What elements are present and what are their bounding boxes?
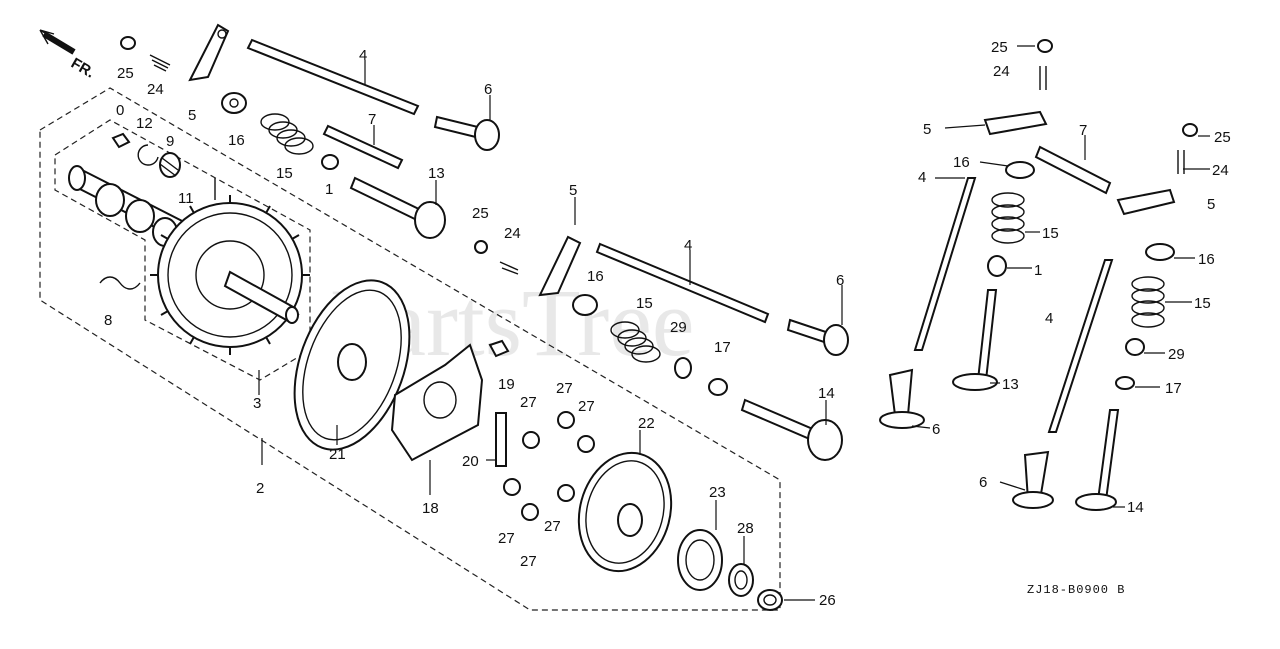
callout-7: 7: [368, 111, 376, 128]
callout-28: 28: [737, 520, 754, 537]
callout-25: 25: [991, 39, 1008, 56]
callout-0: 0: [116, 102, 124, 119]
callout-27: 27: [578, 398, 595, 415]
callout-22: 22: [638, 415, 655, 432]
callout-20: 20: [462, 453, 479, 470]
callout-5: 5: [923, 121, 931, 138]
callout-7: 7: [1079, 122, 1087, 139]
callout-11: 11: [178, 190, 194, 207]
callout-12: 12: [136, 115, 153, 132]
callout-5: 5: [188, 107, 196, 124]
callout-2: 2: [256, 480, 264, 497]
callout-14: 14: [1127, 499, 1144, 516]
valve-spring-1: [260, 113, 314, 155]
callout-15: 15: [1194, 295, 1211, 312]
callout-4: 4: [684, 237, 692, 254]
callout-4: 4: [1045, 310, 1053, 327]
callout-17: 17: [1165, 380, 1182, 397]
callout-27: 27: [520, 553, 537, 570]
callout-19: 19: [498, 376, 515, 393]
camshaft-assembly: [68, 165, 310, 355]
valve-spring-4: [1131, 276, 1165, 328]
governor-assembly: [293, 279, 783, 611]
valve-train-right: [879, 39, 1198, 511]
callout-16: 16: [587, 268, 604, 285]
callout-23: 23: [709, 484, 726, 501]
callout-16: 16: [953, 154, 970, 171]
callout-6: 6: [979, 474, 987, 491]
front-direction-arrow-icon: [39, 29, 76, 55]
callout-18: 18: [422, 500, 439, 517]
callout-4: 4: [359, 47, 367, 64]
callout-1: 1: [325, 181, 333, 198]
callout-17: 17: [714, 339, 731, 356]
leader-lines: [258, 45, 1210, 601]
callout-27: 27: [498, 530, 515, 547]
callout-24: 24: [147, 81, 164, 98]
callout-24: 24: [993, 63, 1010, 80]
callout-14: 14: [818, 385, 835, 402]
valve-spring-3: [991, 192, 1025, 244]
callout-1: 1: [1034, 262, 1042, 279]
callout-4: 4: [918, 169, 926, 186]
callout-9: 9: [166, 133, 174, 150]
callout-15: 15: [636, 295, 653, 312]
callout-29: 29: [1168, 346, 1185, 363]
callout-24: 24: [504, 225, 521, 242]
callout-13: 13: [428, 165, 445, 182]
callout-8: 8: [104, 312, 112, 329]
small-parts-left: [99, 132, 216, 290]
callout-15: 15: [1042, 225, 1059, 242]
callout-15: 15: [276, 165, 293, 182]
direction-label: FR.: [68, 55, 97, 82]
callout-25: 25: [1214, 129, 1231, 146]
callout-5: 5: [569, 182, 577, 199]
valve-spring-2: [610, 321, 661, 363]
callout-21: 21: [329, 446, 346, 463]
callout-27: 27: [544, 518, 561, 535]
callout-16: 16: [1198, 251, 1215, 268]
callout-26: 26: [819, 592, 836, 609]
callout-27: 27: [520, 394, 537, 411]
callout-6: 6: [932, 421, 940, 438]
callouts: 0 1 1 2 3 4 4 4 4 5 5 5 5 6 6 6 6 7 7 8 …: [104, 39, 1231, 609]
callout-6: 6: [484, 81, 492, 98]
diagram-code: ZJ18-B0900 B: [1027, 583, 1125, 597]
callout-3: 3: [253, 395, 261, 412]
assembly-2-boundary: [39, 87, 781, 611]
callout-29: 29: [670, 319, 687, 336]
callout-5: 5: [1207, 196, 1215, 213]
callout-25: 25: [472, 205, 489, 222]
callout-13: 13: [1002, 376, 1019, 393]
callout-16: 16: [228, 132, 245, 149]
callout-25: 25: [117, 65, 134, 82]
callout-24: 24: [1212, 162, 1229, 179]
valve-train-center: [474, 235, 849, 461]
callout-27: 27: [556, 380, 573, 397]
callout-6: 6: [836, 272, 844, 289]
valve-train-upper-left: [120, 23, 500, 239]
